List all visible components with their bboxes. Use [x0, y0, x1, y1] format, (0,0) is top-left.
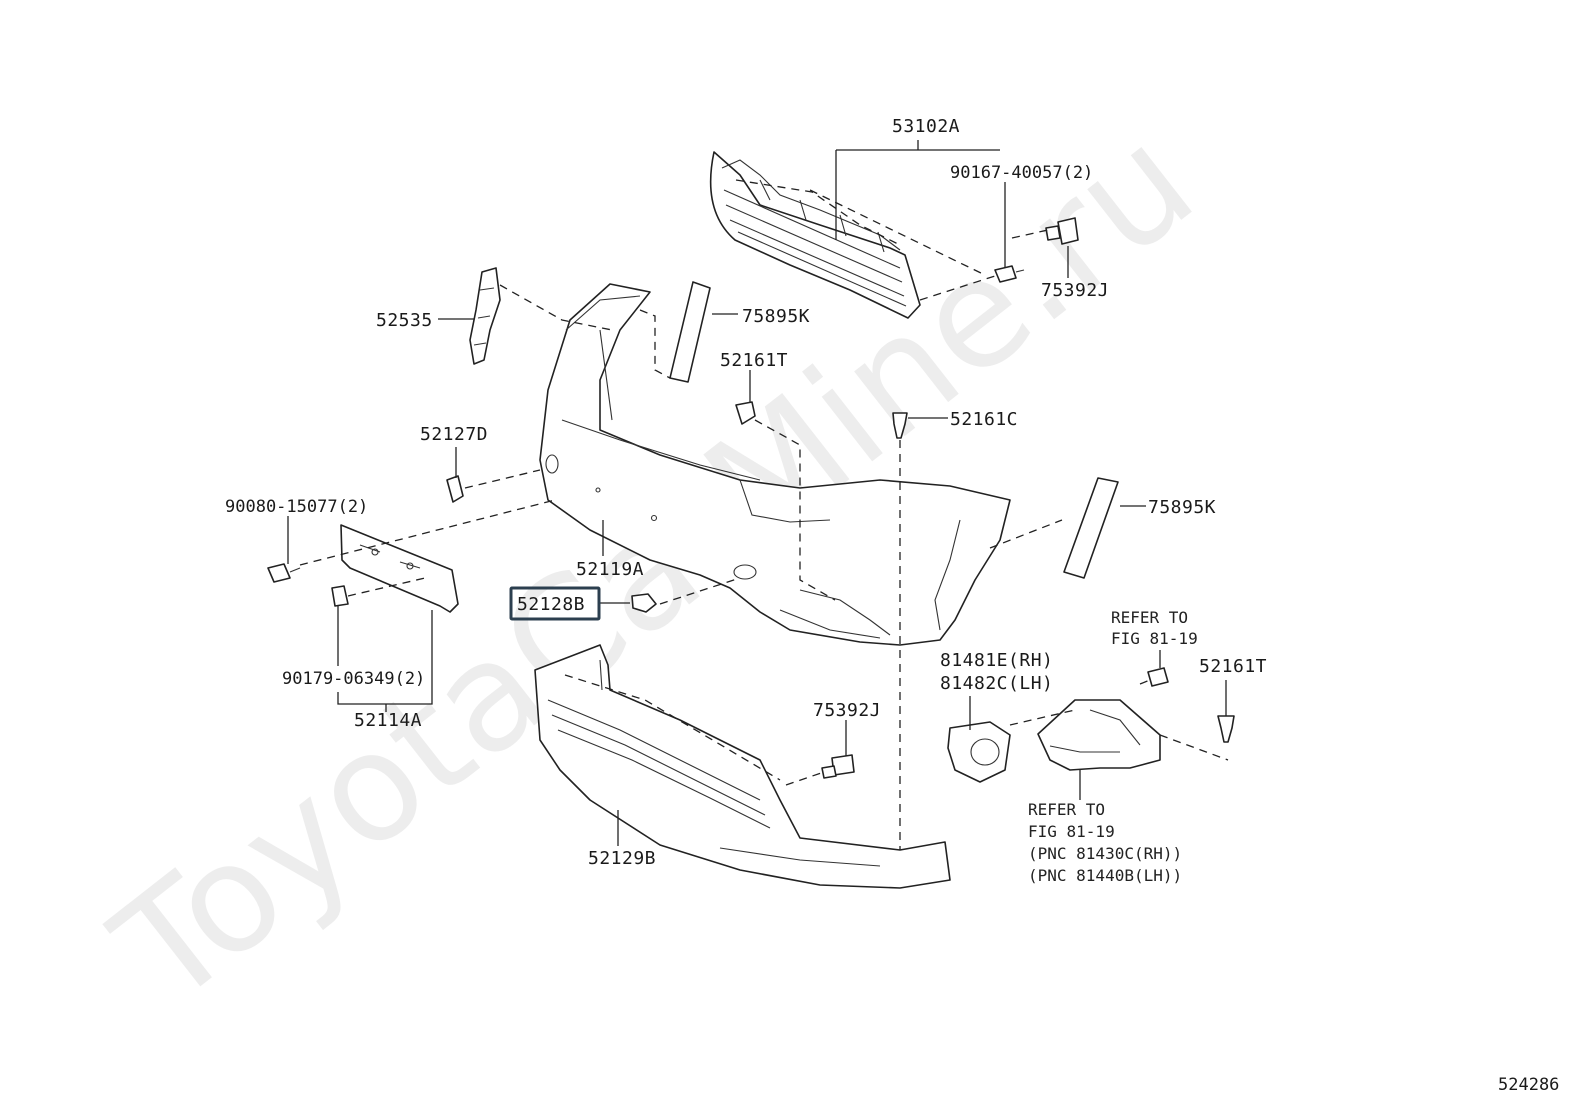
label-53102a[interactable]: 53102A [892, 116, 960, 137]
label-90167-40057[interactable]: 90167-40057(2) [950, 163, 1093, 183]
screw-90167-40057[interactable] [994, 265, 1025, 283]
fog-housing-screw[interactable] [1147, 667, 1169, 687]
fog-lamp-cover-81481e-81482c[interactable] [947, 721, 1011, 783]
moulding-75895k-right[interactable] [1063, 477, 1119, 579]
moulding-75895k-left[interactable] [669, 281, 711, 383]
clip-52161t-right[interactable] [1217, 715, 1235, 743]
label-52114a[interactable]: 52114A [354, 710, 422, 731]
label-refer-lower-4[interactable]: (PNC 81440B(LH)) [1028, 866, 1182, 885]
bracket-75392j-upper[interactable] [1045, 217, 1079, 245]
bolt-90080-15077[interactable] [267, 563, 301, 583]
assembly-dashed-lines [299, 179, 1229, 850]
clip-52161t-center[interactable] [735, 401, 756, 425]
label-90179-06349[interactable]: 90179-06349(2) [282, 669, 425, 689]
fog-lamp-housing-ref[interactable] [1037, 699, 1161, 771]
retainer-52535[interactable] [469, 267, 501, 365]
clip-52161c[interactable] [892, 412, 908, 439]
label-81481e-rh[interactable]: 81481E(RH) [940, 650, 1053, 671]
lower-grille-52129b[interactable] [534, 644, 951, 889]
label-52127d[interactable]: 52127D [420, 424, 488, 445]
label-81482c-lh[interactable]: 81482C(LH) [940, 673, 1053, 694]
label-52128b[interactable]: 52128B [517, 594, 585, 615]
bracket-75392j-lower[interactable] [821, 754, 855, 779]
label-refer-upper-1[interactable]: REFER TO [1111, 608, 1188, 627]
label-90080-15077[interactable]: 90080-15077(2) [225, 497, 368, 517]
label-refer-upper-2[interactable]: FIG 81-19 [1111, 629, 1198, 648]
nut-90179-06349[interactable] [331, 585, 349, 607]
label-52161t-right[interactable]: 52161T [1199, 656, 1267, 677]
label-75895k-right[interactable]: 75895K [1148, 497, 1216, 518]
label-52161t-center[interactable]: 52161T [720, 350, 788, 371]
label-refer-lower-2[interactable]: FIG 81-19 [1028, 822, 1115, 841]
label-refer-lower-1[interactable]: REFER TO [1028, 800, 1105, 819]
leader-lines [287, 140, 1227, 846]
diagram-id: 524286 [1498, 1075, 1559, 1095]
front-bumper-cover-52119a[interactable] [539, 283, 1011, 646]
license-plate-bracket-52114a[interactable] [340, 524, 459, 613]
cap-52127d[interactable] [446, 475, 464, 503]
label-52161c[interactable]: 52161C [950, 409, 1018, 430]
part-labels: 53102A 90167-40057(2) 75392J 52535 75895… [225, 116, 1559, 1095]
label-52535[interactable]: 52535 [376, 310, 433, 331]
label-refer-lower-3[interactable]: (PNC 81430C(RH)) [1028, 844, 1182, 863]
cap-52128b[interactable] [631, 593, 657, 613]
label-75895k-left[interactable]: 75895K [742, 306, 810, 327]
highlight-box-52128b [509, 586, 601, 621]
label-52119a[interactable]: 52119A [576, 559, 644, 580]
upper-grille-53102a[interactable] [709, 151, 921, 319]
label-52129b[interactable]: 52129B [588, 848, 656, 869]
label-75392j-lower[interactable]: 75392J [813, 700, 881, 721]
label-75392j-upper[interactable]: 75392J [1041, 280, 1109, 301]
